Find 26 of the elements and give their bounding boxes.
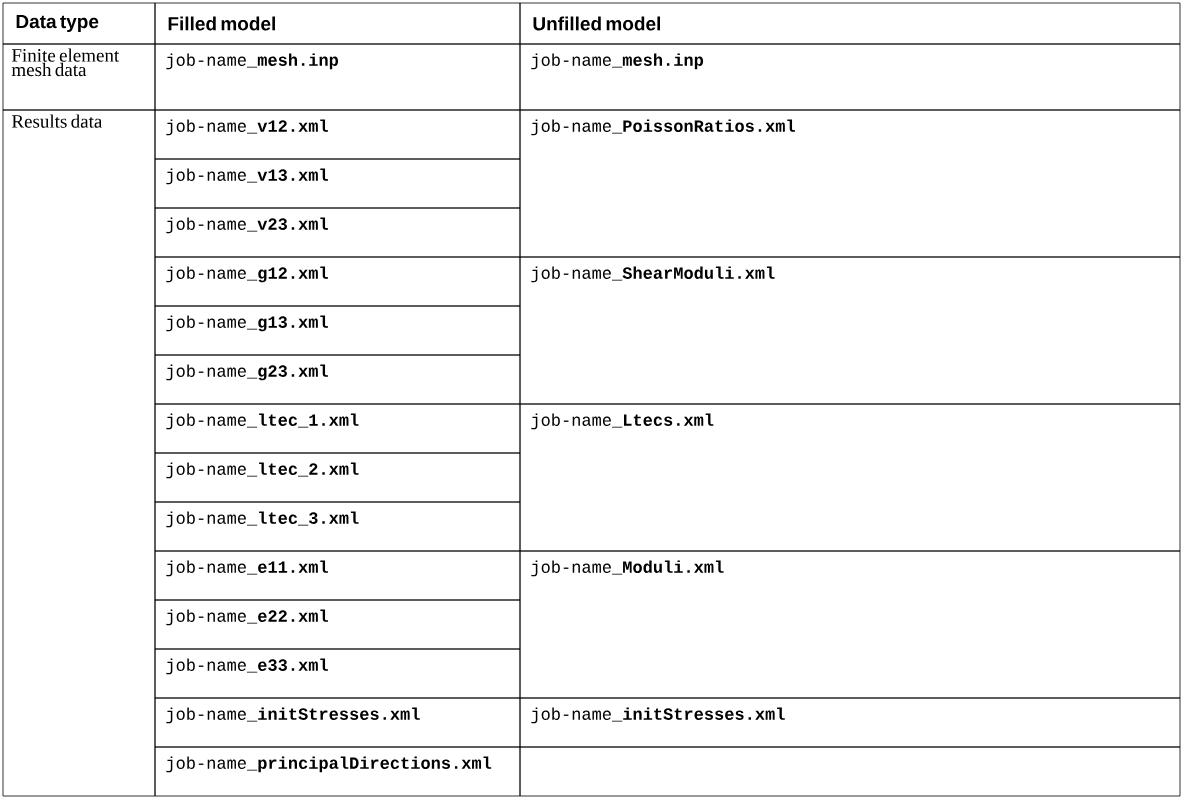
table-cell: Results data [2,109,156,797]
table-cell: job-name_mesh.inp [154,43,521,111]
table-cell: job-name_mesh.inp [519,43,1181,111]
table-cell: job-name_v23.xml [154,207,521,258]
table-cell: job-name_v12.xml [154,109,521,160]
table-cell: job-name_g23.xml [154,354,521,405]
table-cell: job-name_ShearModuli.xml [519,256,1181,405]
table-cell: job-name_v13.xml [154,158,521,209]
table-cell: job-name_g13.xml [154,305,521,356]
table-cell: job-name_e11.xml [154,550,521,601]
table-cell: job-name_g12.xml [154,256,521,307]
header-cell: Unfilled model [519,2,1181,45]
table-cell: job-name_initStresses.xml [154,697,521,748]
table-cell: Finite element mesh data [2,43,156,111]
table-cell: job-name_ltec_2.xml [154,452,521,503]
table-cell: job-name_e22.xml [154,599,521,650]
table-cell: job-name_e33.xml [154,648,521,699]
header-cell: Filled model [154,2,521,45]
table-cell: job-name_principalDirections.xml [154,746,521,797]
table-cell: job-name_Moduli.xml [519,550,1181,699]
table-cell: job-name_PoissonRatios.xml [519,109,1181,258]
table-cell: job-name_ltec_3.xml [154,501,521,552]
table-cell: job-name_Ltecs.xml [519,403,1181,552]
header-cell: Data type [2,2,156,45]
table-cell: job-name_ltec_1.xml [154,403,521,454]
table-cell: job-name_initStresses.xml [519,697,1181,748]
